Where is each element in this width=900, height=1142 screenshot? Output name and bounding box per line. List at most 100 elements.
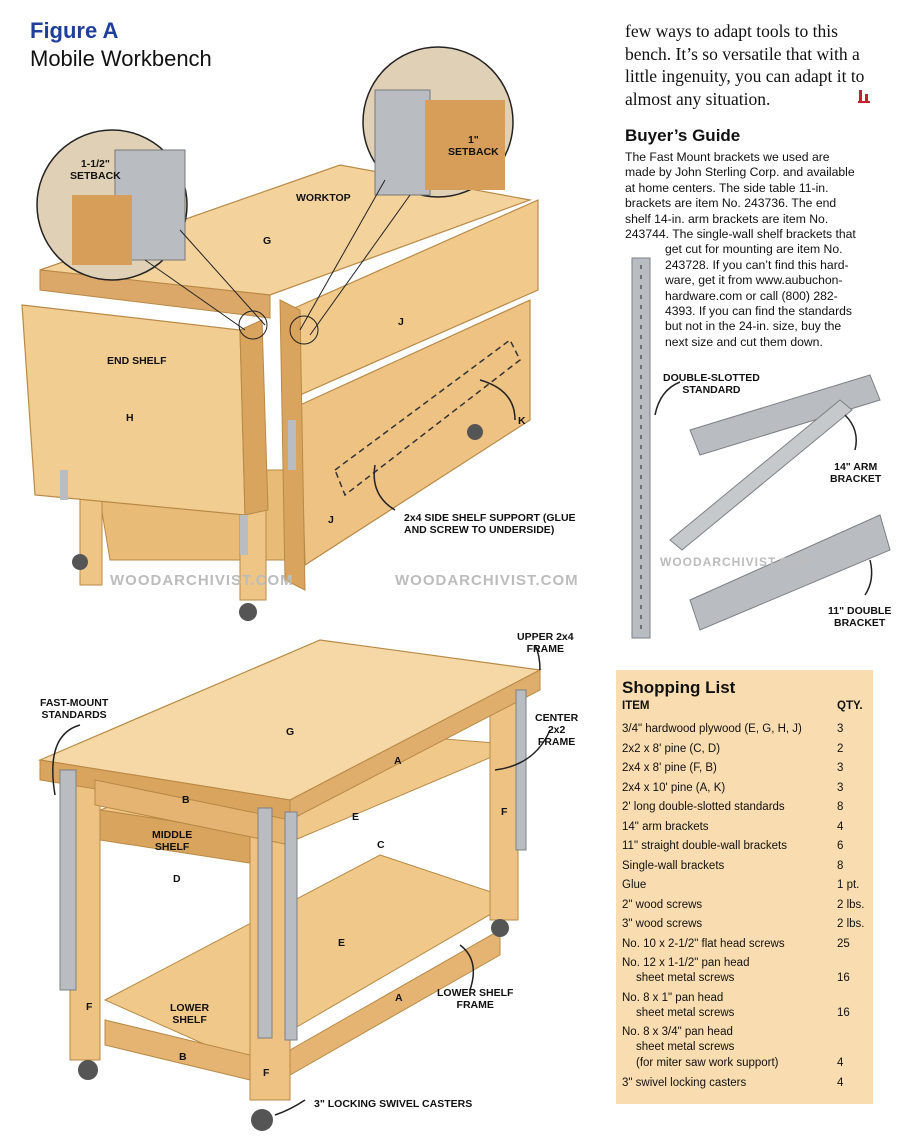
list-qty: 2 lbs. xyxy=(837,898,865,911)
list-item: No. 8 x 3/4" pan head xyxy=(622,1026,733,1038)
buyers-guide-line: 243744. The single-wall shelf brackets t… xyxy=(625,227,856,241)
list-item: 11" straight double-wall brackets xyxy=(622,840,787,852)
column-header-item: ITEM xyxy=(622,700,650,712)
list-item: 2x2 x 8' pine (C, D) xyxy=(622,742,721,755)
part-letter: F xyxy=(263,1067,270,1079)
part-letter: B xyxy=(182,794,190,806)
list-qty: 3 xyxy=(837,723,844,735)
watermark: WOODARCHIVIST.COM xyxy=(395,572,579,589)
workbench-bottom-illustration xyxy=(37,639,551,1131)
list-item: 2' long double-slotted standards xyxy=(622,801,785,813)
intro-paragraph: few ways to adapt tools to this bench. I… xyxy=(625,20,887,110)
buyers-guide-line: at home centers. The side table 11-in. xyxy=(625,180,829,195)
list-qty: 16 xyxy=(837,1006,850,1019)
part-letter: E xyxy=(352,811,360,823)
buyers-guide-line: hardware.com or call (800) 282- xyxy=(665,288,838,303)
label-line: FRAME xyxy=(456,999,494,1011)
double-slotted-standard-label: DOUBLE-SLOTTED STANDARD xyxy=(663,372,760,396)
list-item: 2x4 x 8' pine (F, B) xyxy=(622,762,717,774)
buyers-guide-line: but not in the 24-in. size, buy the xyxy=(665,319,842,334)
list-item: 2x4 x 10' pine (A, K) xyxy=(622,781,726,794)
part-letter: G xyxy=(286,726,295,738)
intro-line: bench. It’s so versatile that with a xyxy=(625,43,860,64)
list-item: 14" arm brackets xyxy=(622,820,709,833)
part-letter: B xyxy=(179,1051,187,1063)
list-qty: 16 xyxy=(837,972,850,984)
buyers-guide-line: The Fast Mount brackets we used are xyxy=(625,150,830,164)
buyers-guide-line: shelf 14-in. arm brackets are item No. xyxy=(625,211,829,226)
shopping-list-panel: Shopping List ITEM QTY. 3/4" hardwood pl… xyxy=(616,670,873,1104)
list-item-continued: sheet metal screws xyxy=(636,1041,735,1053)
buyers-guide-title: Buyer’s Guide xyxy=(625,126,741,145)
list-qty: 3 xyxy=(837,762,844,774)
shopping-list-title: Shopping List xyxy=(622,678,736,697)
column-header-qty: QTY. xyxy=(837,700,863,712)
fast-mount-standards-label: FAST-MOUNT STANDARDS xyxy=(40,697,108,721)
buyers-guide-line: 4393. If you can find the standards xyxy=(665,304,853,318)
list-qty: 25 xyxy=(837,937,850,950)
buyers-guide-line: get cut for mounting are item No. xyxy=(665,242,843,257)
label-line: STANDARDS xyxy=(41,709,107,721)
list-qty: 3 xyxy=(837,781,844,794)
label-line: FAST-MOUNT xyxy=(40,697,109,709)
setback-right-label: 1" SETBACK xyxy=(448,134,499,158)
part-letter: A xyxy=(394,755,402,767)
buyers-guide-line: next size and cut them down. xyxy=(665,334,823,349)
list-qty: 4 xyxy=(837,1077,844,1089)
worktop-label: WORKTOP xyxy=(296,192,351,204)
label-line: UPPER 2x4 xyxy=(517,631,574,643)
arm-bracket-label: 14" ARM BRACKET xyxy=(830,461,881,485)
list-qty: 6 xyxy=(837,840,844,852)
list-qty: 8 xyxy=(837,801,844,813)
part-letter: C xyxy=(377,839,385,851)
upper-frame-label: UPPER 2x4 FRAME xyxy=(517,631,574,655)
list-item-continued: (for miter saw work support) xyxy=(636,1057,779,1069)
part-letter: J xyxy=(398,316,404,328)
part-letter: K xyxy=(518,415,526,427)
label-line: LOWER xyxy=(170,1002,210,1014)
lower-shelf-frame-label: LOWER SHELF FRAME xyxy=(437,987,513,1011)
figure-subtitle: Mobile Workbench xyxy=(30,46,212,71)
intro-line: few ways to adapt tools to this xyxy=(625,21,838,41)
part-letter: J xyxy=(328,514,334,526)
label-line: SETBACK xyxy=(448,146,499,158)
label-line: 1" xyxy=(467,134,479,146)
label-line: BRACKET xyxy=(830,473,882,485)
list-item: 3/4" hardwood plywood (E, G, H, J) xyxy=(622,723,802,735)
buyers-guide-line: ware, get it from www.aubuchon- xyxy=(665,273,843,288)
watermark: WOODARCHIVIST.COM xyxy=(660,555,811,569)
label-line: 14" ARM xyxy=(834,461,878,473)
end-mark-icon xyxy=(858,90,870,103)
casters-label: 3" LOCKING SWIVEL CASTERS xyxy=(314,1098,473,1110)
label-line: DOUBLE-SLOTTED xyxy=(663,372,760,384)
list-item: No. 12 x 1-1/2" pan head xyxy=(622,957,750,969)
label-line: FRAME xyxy=(526,643,564,655)
label-line: STANDARD xyxy=(682,384,741,396)
buyers-guide-line: 243728. If you can’t find this hard- xyxy=(665,257,849,272)
part-letter: F xyxy=(501,806,508,818)
list-item: 2" wood screws xyxy=(622,898,703,911)
part-letter: D xyxy=(173,873,181,885)
double-bracket-label: 11" DOUBLE BRACKET xyxy=(828,605,891,629)
list-item: 3" swivel locking casters xyxy=(622,1077,747,1089)
label-line: AND SCREW TO UNDERSIDE) xyxy=(404,524,555,536)
figure-title: Figure A xyxy=(30,18,119,43)
label-line: 2x4 SIDE SHELF SUPPORT (GLUE xyxy=(404,512,576,524)
buyers-guide-line: made by John Sterling Corp. and availabl… xyxy=(625,165,855,180)
label-line: SETBACK xyxy=(70,170,121,182)
workbench-top-illustration xyxy=(21,46,539,621)
intro-line: little ingenuity, you can adapt it to xyxy=(625,66,865,86)
list-item: Single-wall brackets xyxy=(622,859,725,872)
end-shelf-label: END SHELF xyxy=(107,355,167,367)
label-line: FRAME xyxy=(537,736,576,748)
list-qty: 1 pt. xyxy=(837,879,860,891)
list-qty: 2 xyxy=(837,742,844,755)
part-letter: H xyxy=(126,412,134,424)
list-qty: 4 xyxy=(837,820,844,833)
part-letter: G xyxy=(263,235,272,247)
label-line: SHELF xyxy=(154,841,190,853)
setback-left-label: 1-1/2" SETBACK xyxy=(70,158,121,182)
label-line: 1-1/2" xyxy=(80,158,110,170)
hardware-illustration xyxy=(631,257,891,639)
side-support-label: 2x4 SIDE SHELF SUPPORT (GLUE AND SCREW T… xyxy=(404,512,576,536)
